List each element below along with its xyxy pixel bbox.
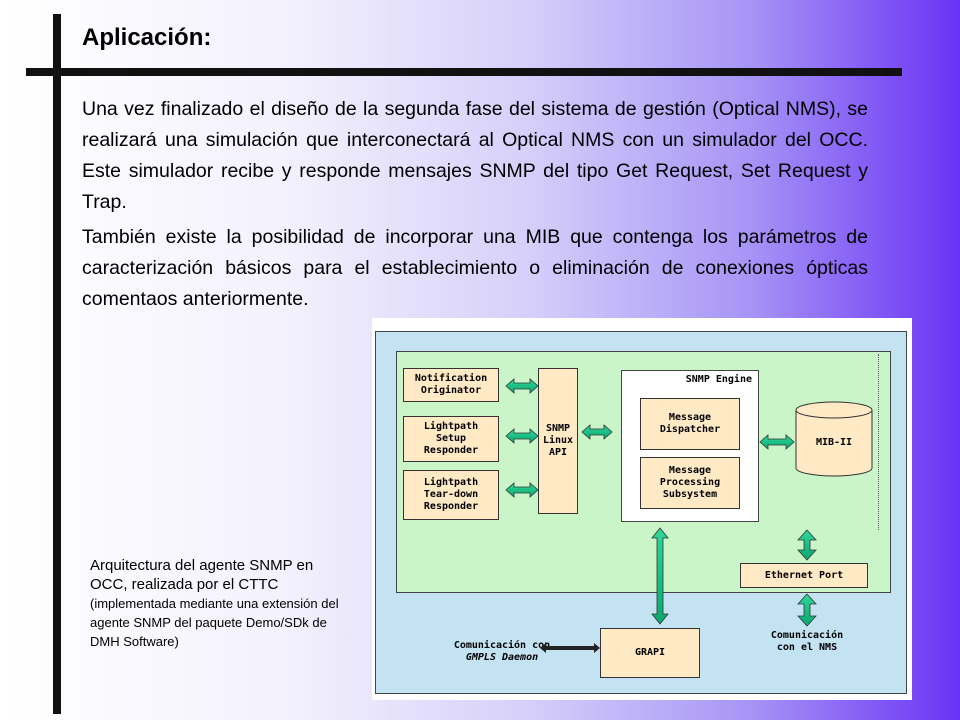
dotted-boundary (878, 354, 879, 530)
arrow-api-engine (581, 424, 613, 440)
box-label: Processing (659, 477, 721, 488)
box-label: Responder (423, 501, 479, 512)
snmp-engine-label: SNMP Engine (685, 374, 752, 385)
box-label: Message (668, 412, 712, 423)
comm-gmpls-label: Comunicación con GMPLS Daemon (432, 640, 572, 664)
arrow-ethernet-nms (797, 593, 817, 627)
mib-label: MIB-II (816, 437, 852, 448)
box-label: Message (668, 465, 712, 476)
paragraph-1: Una vez finalizado el diseño de la segun… (82, 98, 868, 213)
box-label: Lightpath (423, 477, 479, 488)
box-label: Lightpath (423, 421, 479, 432)
caption-note: (implementada mediante una extensión del… (90, 596, 339, 649)
slide-title: Aplicación: (82, 24, 212, 51)
label-line: Comunicación con (453, 640, 551, 651)
box-label: Originator (420, 385, 482, 396)
arrow-notification-api (505, 378, 539, 394)
arrow-engine-grapi (651, 527, 669, 625)
box-label: Notification (414, 373, 488, 384)
box-label: Dispatcher (659, 424, 721, 435)
left-vertical-rule (53, 14, 61, 714)
box-label: Setup (435, 433, 467, 444)
arrow-gmpls-grapi (540, 643, 600, 653)
box-label: Ethernet Port (764, 569, 844, 581)
box-label: Subsystem (662, 489, 718, 500)
box-label: SNMP (545, 423, 571, 434)
arrow-engine-mib (759, 434, 795, 450)
grapi-box: GRAPI (600, 628, 700, 678)
label-line: Comunicación (770, 630, 844, 641)
title-underline-rule (26, 68, 902, 76)
ethernet-port-box: Ethernet Port (740, 563, 868, 588)
label-line: con el NMS (776, 642, 838, 653)
paragraph-2: También existe la posibilidad de incorpo… (82, 226, 868, 310)
comm-nms-label: Comunicación con el NMS (752, 630, 862, 654)
diagram-arrows: MIB-II (505, 378, 873, 653)
arrow-ethernet-agent (797, 529, 817, 561)
arrow-setup-api (505, 428, 539, 444)
box-label: Linux (542, 435, 574, 446)
box-label: API (548, 447, 568, 458)
box-label: GRAPI (634, 647, 666, 658)
figure-caption: Arquitectura del agente SNMP en OCC, rea… (90, 556, 346, 651)
mib-database-icon (795, 401, 873, 477)
label-line: GMPLS Daemon (465, 652, 539, 663)
caption-main: Arquitectura del agente SNMP en OCC, rea… (90, 557, 314, 593)
box-label: Tear-down (423, 489, 479, 500)
box-label: Responder (423, 445, 479, 456)
arrow-teardown-api (505, 482, 539, 498)
